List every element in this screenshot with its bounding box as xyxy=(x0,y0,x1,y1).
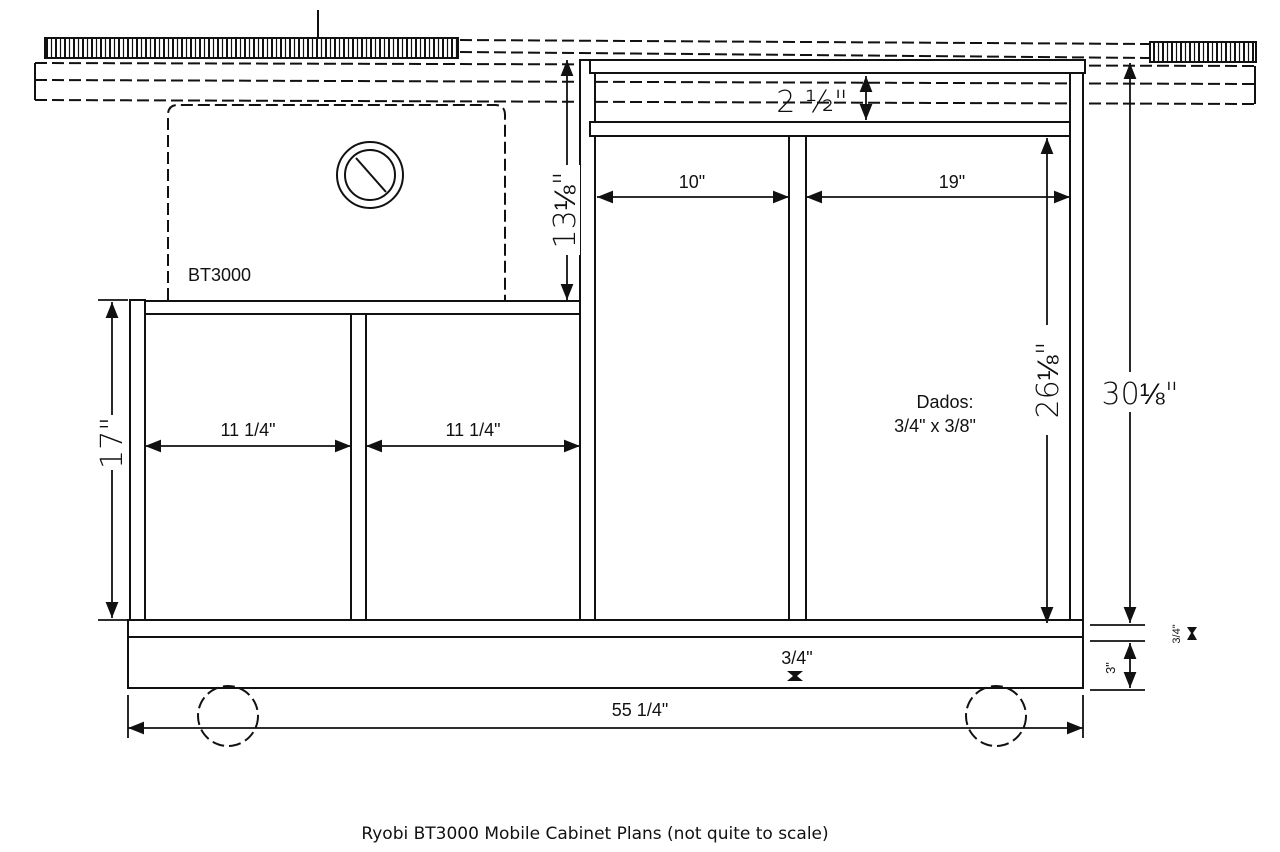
thickness-arrows-icon xyxy=(1187,627,1197,640)
blade-icon xyxy=(336,141,404,209)
thickness-arrows-icon xyxy=(787,671,803,681)
left-height-label: 17" xyxy=(95,417,130,469)
saw-model-label: BT3000 xyxy=(188,265,251,285)
right-left-bay-label: 10" xyxy=(679,172,705,192)
bottom-thickness-label: 3/4" xyxy=(1171,624,1183,643)
top-shelf-gap-label: 2 ½" xyxy=(776,85,848,120)
saw-height-label: 13⅛" xyxy=(548,172,583,249)
wheel-icon xyxy=(965,685,1027,747)
base-height-label: 3" xyxy=(1103,662,1118,674)
dados-size: 3/4" x 3/8" xyxy=(894,416,976,436)
left-cabinet xyxy=(129,299,589,621)
divider-thickness-label: 3/4" xyxy=(781,648,812,668)
inner-height-label: 26⅛" xyxy=(1031,342,1066,419)
wheel-icon xyxy=(197,685,259,747)
left-bay-1-label: 11 1/4" xyxy=(220,420,275,440)
saw-body: BT3000 xyxy=(167,104,506,300)
dados-title: Dados: xyxy=(916,392,973,412)
base xyxy=(127,619,1084,747)
right-right-bay-label: 19" xyxy=(939,172,965,192)
saw-rails xyxy=(34,10,1257,105)
dimensions: 55 1/4" 17" 11 1/4" 11 1/4" 10" 19" 13⅛"… xyxy=(95,60,1197,738)
total-width-label: 55 1/4" xyxy=(612,700,668,720)
right-cabinet xyxy=(579,59,1086,627)
left-bay-2-label: 11 1/4" xyxy=(445,420,500,440)
total-height-label: 30⅛" xyxy=(1102,377,1179,412)
drawing-caption: Ryobi BT3000 Mobile Cabinet Plans (not q… xyxy=(361,824,828,844)
